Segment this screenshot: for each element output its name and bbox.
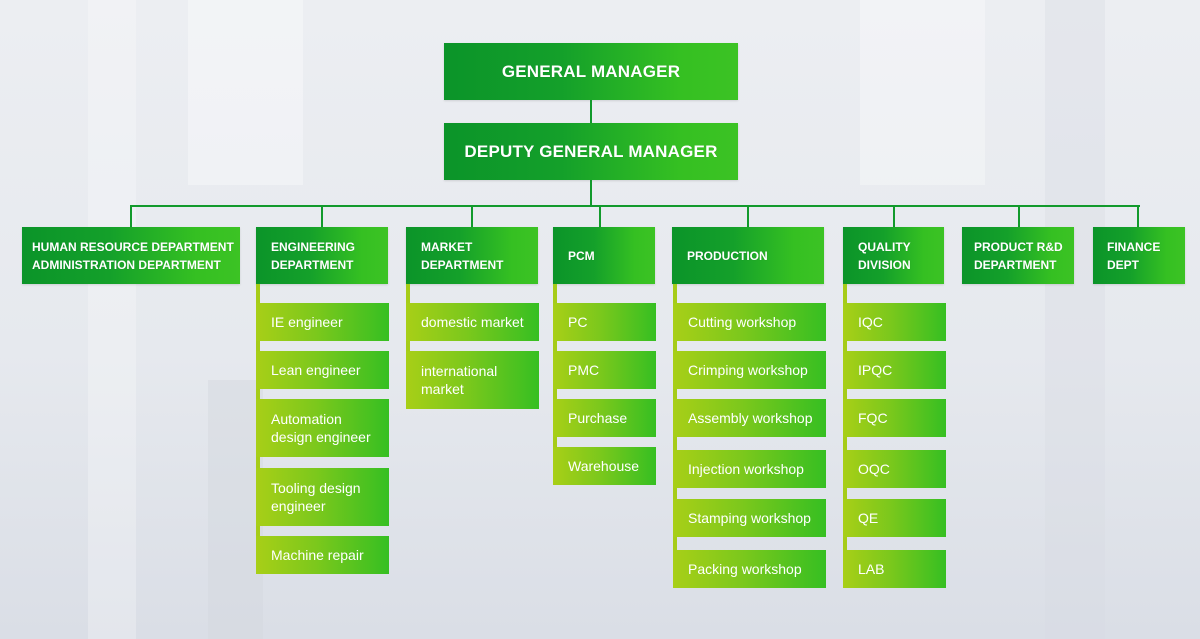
connector-drop	[599, 205, 601, 227]
child-tooling-design-engineer[interactable]: Tooling design engineer	[256, 468, 389, 526]
child-label: Crimping workshop	[688, 362, 808, 378]
child-label: Packing workshop	[688, 561, 802, 577]
child-domestic-market[interactable]: domestic market	[406, 303, 539, 341]
deputy-general-manager-label: DEPUTY GENERAL MANAGER	[464, 141, 718, 161]
child-label: PC	[568, 314, 588, 330]
connector-dgm-bus	[590, 180, 592, 206]
child-injection-workshop[interactable]: Injection workshop	[673, 450, 826, 488]
connector-drop	[471, 205, 473, 227]
child-assembly-workshop[interactable]: Assembly workshop	[673, 399, 826, 437]
child-lab[interactable]: LAB	[843, 550, 946, 588]
child-label: PMC	[568, 362, 600, 378]
background-stripe	[208, 380, 263, 639]
child-purchase[interactable]: Purchase	[553, 399, 656, 437]
child-label: Injection workshop	[688, 461, 804, 477]
child-label: domestic market	[421, 314, 524, 330]
child-ie-engineer[interactable]: IE engineer	[256, 303, 389, 341]
child-label: Warehouse	[568, 458, 640, 474]
connector-drop	[747, 205, 749, 227]
dept-engineering[interactable]: ENGINEERING DEPARTMENT	[256, 227, 388, 284]
general-manager-node[interactable]: GENERAL MANAGER	[444, 43, 738, 100]
child-label: Purchase	[568, 410, 628, 426]
dept-hr-admin[interactable]: HUMAN RESOURCE DEPARTMENT ADMINISTRATION…	[22, 227, 240, 284]
child-cutting-workshop[interactable]: Cutting workshop	[673, 303, 826, 341]
connector-drop	[130, 205, 132, 227]
dept-product-rnd-label: PRODUCT R&D DEPARTMENT	[974, 239, 1063, 272]
child-oqc[interactable]: OQC	[843, 450, 946, 488]
child-label: LAB	[858, 561, 885, 577]
connector-drop	[893, 205, 895, 227]
dept-market[interactable]: MARKET DEPARTMENT	[406, 227, 538, 284]
dept-quality[interactable]: QUALITY DIVISION	[843, 227, 944, 284]
general-manager-label: GENERAL MANAGER	[501, 61, 681, 81]
child-label: Machine repair	[271, 547, 364, 563]
child-label: Cutting workshop	[688, 314, 797, 330]
child-pc[interactable]: PC	[553, 303, 656, 341]
dept-pcm[interactable]: PCM	[553, 227, 655, 284]
child-label: Tooling design engineer	[271, 480, 361, 514]
connector-drop	[321, 205, 323, 227]
child-label: IE engineer	[271, 314, 343, 330]
child-label: IQC	[858, 314, 883, 330]
dept-quality-label: QUALITY DIVISION	[858, 239, 911, 272]
child-label: QE	[858, 510, 879, 526]
child-label: Assembly workshop	[688, 410, 813, 426]
child-lean-engineer[interactable]: Lean engineer	[256, 351, 389, 389]
child-machine-repair[interactable]: Machine repair	[256, 536, 389, 574]
child-label: Stamping workshop	[688, 510, 811, 526]
dept-market-label: MARKET DEPARTMENT	[421, 239, 504, 272]
child-crimping-workshop[interactable]: Crimping workshop	[673, 351, 826, 389]
dept-production-label: PRODUCTION	[687, 248, 768, 263]
child-label: OQC	[858, 461, 890, 477]
connector-drop	[1018, 205, 1020, 227]
child-pmc[interactable]: PMC	[553, 351, 656, 389]
child-iqc[interactable]: IQC	[843, 303, 946, 341]
background-stripe	[88, 0, 136, 639]
dept-finance-label: FINANCE DEPT	[1107, 239, 1161, 272]
background-stripe	[1045, 0, 1105, 639]
dept-pcm-label: PCM	[568, 248, 595, 263]
background-stripe	[860, 0, 985, 185]
child-automation-design-engineer[interactable]: Automation design engineer	[256, 399, 389, 457]
dept-product-rnd[interactable]: PRODUCT R&D DEPARTMENT	[962, 227, 1074, 284]
dept-hr-admin-label: HUMAN RESOURCE DEPARTMENT ADMINISTRATION…	[32, 239, 234, 272]
child-packing-workshop[interactable]: Packing workshop	[673, 550, 826, 588]
child-ipqc[interactable]: IPQC	[843, 351, 946, 389]
child-warehouse[interactable]: Warehouse	[553, 447, 656, 485]
child-fqc[interactable]: FQC	[843, 399, 946, 437]
child-label: international market	[421, 363, 498, 397]
child-international-market[interactable]: international market	[406, 351, 539, 409]
market-rail	[406, 284, 410, 409]
child-label: Lean engineer	[271, 362, 361, 378]
dept-engineering-label: ENGINEERING DEPARTMENT	[271, 239, 356, 272]
child-label: Automation design engineer	[271, 411, 371, 445]
deputy-general-manager-node[interactable]: DEPUTY GENERAL MANAGER	[444, 123, 738, 180]
child-label: FQC	[858, 410, 888, 426]
dept-production[interactable]: PRODUCTION	[672, 227, 824, 284]
child-stamping-workshop[interactable]: Stamping workshop	[673, 499, 826, 537]
child-qe[interactable]: QE	[843, 499, 946, 537]
connector-drop	[1137, 205, 1139, 227]
connector-gm-dgm	[590, 100, 592, 123]
background-stripe	[188, 0, 303, 185]
dept-finance[interactable]: FINANCE DEPT	[1093, 227, 1185, 284]
department-bus-line	[130, 205, 1140, 207]
child-label: IPQC	[858, 362, 893, 378]
